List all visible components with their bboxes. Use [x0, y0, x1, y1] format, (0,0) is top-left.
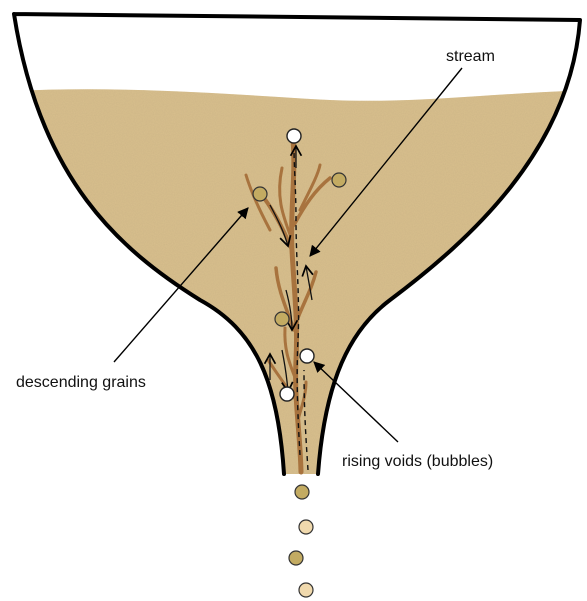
falling-grain	[299, 520, 313, 534]
grain	[275, 312, 289, 326]
grain	[332, 173, 346, 187]
falling-grain	[289, 551, 303, 565]
grain	[253, 187, 267, 201]
falling-grain	[295, 485, 309, 499]
label-descending-grains: descending grains	[16, 374, 146, 391]
void-bubble	[280, 387, 294, 401]
label-rising-voids: rising voids (bubbles)	[342, 453, 493, 470]
falling-grain	[299, 583, 313, 597]
label-stream: stream	[446, 48, 495, 65]
falling-grains	[289, 485, 313, 597]
void-bubble	[300, 349, 314, 363]
void-bubble	[287, 129, 301, 143]
